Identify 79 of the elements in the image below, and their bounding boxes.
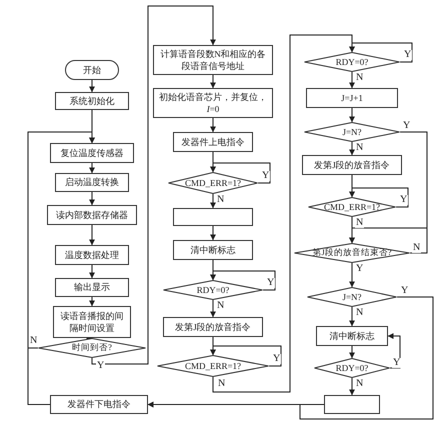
edge-label: Y xyxy=(402,121,412,131)
arrow xyxy=(89,192,95,206)
arrow xyxy=(210,346,282,366)
arrow xyxy=(92,6,216,364)
arrow xyxy=(210,226,216,240)
edge-label: N xyxy=(355,308,364,318)
arrow xyxy=(349,306,355,326)
edge-label: N xyxy=(355,143,364,153)
arrow xyxy=(89,264,95,278)
process-box: 系统初始化 xyxy=(55,92,129,110)
arrow xyxy=(210,270,276,290)
process-box: 清中断标志 xyxy=(316,326,388,346)
process-box: 初始化语音芯片，并复位，I=0 xyxy=(153,88,273,118)
process-box: 发第J段的放音指令 xyxy=(302,155,402,175)
edge-label: N xyxy=(412,243,422,253)
decision-diamond: CMD_ERR=1? xyxy=(157,355,269,377)
arrow xyxy=(349,228,428,254)
process-box: 启动温度转换 xyxy=(55,173,129,192)
process-box: 计算语音段数N和相应的各段语音信号地址 xyxy=(153,45,273,75)
edge-label: N xyxy=(355,218,364,228)
process-box xyxy=(324,395,380,414)
edge-label: N xyxy=(355,73,364,83)
arrow xyxy=(349,188,408,208)
arrow xyxy=(148,402,324,408)
process-box: 清中断标志 xyxy=(173,240,253,260)
arrow xyxy=(349,42,412,62)
arrow xyxy=(212,34,355,392)
arrow xyxy=(349,142,355,156)
arrow xyxy=(89,80,95,92)
arrow xyxy=(210,162,270,184)
edge-label: Y xyxy=(399,195,408,205)
decision-diamond: 第J段的放音结束否? xyxy=(294,243,410,263)
edge-label: Y xyxy=(400,286,410,296)
arrow xyxy=(349,346,355,358)
start-terminal: 开始 xyxy=(65,60,119,80)
edge-label: Y xyxy=(403,50,412,60)
arrow xyxy=(388,333,400,368)
decision-diamond: RDY=0? xyxy=(314,358,390,378)
decision-diamond: J=N? xyxy=(304,122,400,142)
decision-diamond: RDY=0? xyxy=(304,52,400,72)
process-box: 发器件下电指令 xyxy=(50,395,148,414)
arrow xyxy=(89,162,95,174)
decision-diamond: CMD_ERR=1? xyxy=(168,172,258,194)
edge-label: Y xyxy=(96,361,106,371)
process-box: 复位温度传感器 xyxy=(50,143,134,163)
arrow xyxy=(89,224,95,246)
arrow xyxy=(349,72,355,88)
edge-label: Y xyxy=(261,171,270,181)
decision-diamond: RDY=0? xyxy=(163,280,263,300)
decision-diamond: J=N? xyxy=(307,287,397,307)
decision-diamond: CMD_ERR=1? xyxy=(308,197,396,217)
arrow xyxy=(210,300,216,318)
edge-label: Y xyxy=(392,358,402,368)
arrow xyxy=(89,296,95,306)
edge-label: Y xyxy=(355,264,364,274)
arrow xyxy=(210,194,216,208)
process-box xyxy=(173,208,253,226)
edge-label: N xyxy=(355,379,364,389)
arrow xyxy=(28,132,95,405)
edge-label: N xyxy=(29,336,38,346)
arrow xyxy=(349,378,355,396)
process-box: 输出显示 xyxy=(55,278,129,297)
process-box: 发第J段的放音指令 xyxy=(163,317,263,337)
process-box: 读语音播报的间隔时间设置 xyxy=(53,306,131,338)
process-box: 发器件上电指令 xyxy=(173,132,253,152)
arrow xyxy=(210,74,216,88)
arrow xyxy=(349,262,355,288)
edge-label: Y xyxy=(272,354,282,364)
arrow xyxy=(349,108,355,122)
decision-diamond: 时间到否? xyxy=(38,338,146,358)
edge-label: Y xyxy=(266,278,276,288)
arrow xyxy=(86,338,92,339)
process-box: 温度数据处理 xyxy=(55,245,129,265)
process-box: J=J+1 xyxy=(306,88,398,108)
edge-label: N xyxy=(216,301,226,311)
edge-label: N xyxy=(217,379,226,389)
process-box: 读内部数据存储器 xyxy=(47,205,137,225)
arrow xyxy=(210,118,216,132)
edge-label: N xyxy=(216,195,226,205)
